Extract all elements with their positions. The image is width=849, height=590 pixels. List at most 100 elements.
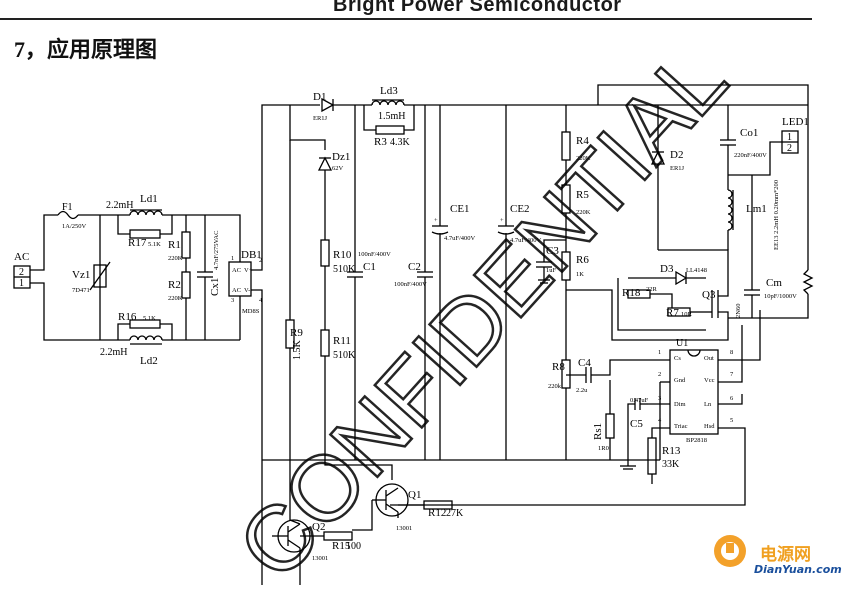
bridge-db1: DB1 AC V+ AC V- 1 2 3 4 MD8S — [228, 249, 263, 315]
label-components-ac-pins-1: 1 — [19, 278, 24, 289]
label-components-r3-value: 4.3K — [390, 137, 411, 148]
label-components-r9-ref: R9 — [290, 327, 303, 339]
label-components-q3-ref: Q3 — [702, 289, 716, 301]
label-components-u1-pin_numbers_left-1: 2 — [658, 371, 661, 378]
schematic-polygon — [675, 270, 688, 286]
label-components-ce1-value: 4.7uF/400V — [444, 235, 476, 242]
schematic-polyline — [728, 141, 782, 176]
label-components-rs1-value: 1R0 — [598, 445, 609, 452]
mosfet-q3: Q3 2N60 — [702, 270, 742, 318]
schematic-line — [287, 539, 301, 549]
label-components-r10-ref: R10 — [333, 249, 352, 261]
label-components-led1-ref: LED1 — [782, 116, 809, 128]
label-components-c3-value: 1uF — [546, 267, 557, 274]
label-components-r10-value: 510K — [333, 264, 356, 275]
schematic-rect — [669, 349, 719, 435]
varistor-vz1: Vz1 7D471 — [72, 215, 111, 340]
schematic-polyline — [566, 289, 729, 341]
schematic-polyline — [651, 427, 670, 438]
schematic-polyline — [617, 278, 706, 331]
label-components-r12-value: 27K — [446, 508, 464, 519]
label-components-ac-pins-0: 2 — [19, 267, 24, 278]
schematic-polyline — [728, 294, 809, 319]
label-components-cx1-ref: Cx1 — [209, 278, 221, 296]
label-components-cx1-value: 4.7nF/275VAC — [213, 231, 220, 270]
schematic-polyline — [289, 105, 326, 150]
schematic-polyline — [352, 500, 373, 531]
label-components-r7-ref: R7 — [666, 307, 679, 319]
label-components-vz1-value: 7D471 — [72, 287, 90, 294]
label-components-c4-ref: C4 — [578, 357, 591, 369]
resistor-r15 — [323, 531, 353, 541]
label-components-ld2-ref: Ld2 — [140, 355, 158, 367]
label-components-db1-pin_numbers-2: 3 — [231, 297, 234, 304]
label-components-r16-ref: R16 — [118, 311, 137, 323]
schematic-path — [802, 269, 814, 295]
resistor-r12 — [423, 500, 453, 510]
label-components-c1-value: 100nF/400V — [358, 251, 391, 258]
label-components-r3-ref: R3 — [374, 136, 387, 148]
label-components-c5-ref: C5 — [630, 418, 643, 430]
diode-d1: D1 ER1J — [313, 91, 335, 122]
schematic-path — [57, 210, 79, 220]
schematic-rect — [726, 543, 734, 553]
schematic-polyline — [251, 104, 320, 271]
label-components-r11-ref: R11 — [333, 335, 351, 347]
schematic-line — [385, 487, 399, 497]
label-components-r17-value: 5.1K — [148, 241, 161, 248]
schematic-line — [89, 261, 111, 291]
schematic-path — [687, 349, 701, 357]
label-components-q2-part: 13001 — [312, 555, 328, 562]
schematic-polyline — [543, 239, 566, 262]
schematic-polyline — [597, 84, 809, 270]
schematic-path — [371, 100, 405, 106]
document-header: Bright Power Semiconductor — [0, 0, 849, 24]
resistor-r11 — [320, 329, 330, 357]
ac-connector: 2 1 AC — [13, 251, 31, 289]
resistor-r1 — [181, 231, 191, 259]
label-components-r5-ref: R5 — [576, 189, 589, 201]
schematic-polygon — [317, 156, 333, 171]
label-components-rs1-ref: Rs1 — [592, 423, 604, 440]
label-components-r5-value: 220K — [576, 209, 591, 216]
label-components-u1-pin_numbers_right-0: 8 — [730, 349, 733, 356]
label-components-cm-value: 10pF/1000V — [764, 293, 797, 300]
label-components-db1-pin_numbers-3: 4 — [259, 297, 263, 304]
label-components-db1-pins-0: AC — [232, 267, 241, 274]
schematic-polyline — [718, 311, 729, 318]
logo-name: 电源网 — [760, 545, 811, 565]
label-components-r4-value: 220K — [576, 155, 591, 162]
label-components-u1-pins_left-1: Gnd — [674, 377, 686, 384]
label-components-d1-part: ER1J — [313, 115, 328, 122]
label-components-u1-pin_numbers_left-0: 1 — [658, 349, 661, 356]
label-components-u1-ref: U1 — [676, 338, 688, 349]
label-components-u1-part: BP2818 — [686, 437, 707, 444]
label-components-r15-value: 100 — [346, 541, 361, 552]
schematic-polyline — [627, 403, 635, 460]
label-components-d2-part: ER1J — [670, 165, 685, 172]
section-title: 7，应用原理图 — [14, 37, 158, 62]
label-components-c5-value: 0.47uF — [630, 397, 649, 404]
label-components-r8-value: 220k — [548, 383, 562, 390]
label-components-lm1-ref: Lm1 — [746, 203, 767, 215]
schematic-polyline — [718, 394, 743, 405]
label-components-r18-ref: R18 — [622, 287, 641, 299]
schematic-path — [129, 335, 163, 341]
label-components-c2-value: 100nF/400V — [394, 281, 427, 288]
schematic-polyline — [591, 359, 630, 376]
schematic-polyline — [30, 282, 100, 341]
schematic-rect — [228, 261, 252, 297]
label-components-db1-pin_numbers-1: 2 — [259, 257, 262, 264]
label-components-r8-ref: R8 — [552, 361, 565, 373]
schematic-line — [287, 523, 301, 533]
label-components-co1-value: 220nF/400V — [734, 152, 767, 159]
label-components-r15-ref: R15 — [332, 540, 351, 552]
label-components-u1-pins_left-3: Triac — [674, 423, 688, 430]
label-components-r2-ref: R2 — [168, 279, 181, 291]
label-components-f1-value: 1A/250V — [62, 223, 87, 230]
schematic-polyline — [210, 214, 241, 262]
led-connector: 1 2 LED1 — [781, 116, 809, 154]
schematic-polyline — [324, 356, 393, 480]
schematic-polyline — [160, 215, 173, 235]
label-components-ld1-value: 2.2mH — [106, 200, 134, 211]
